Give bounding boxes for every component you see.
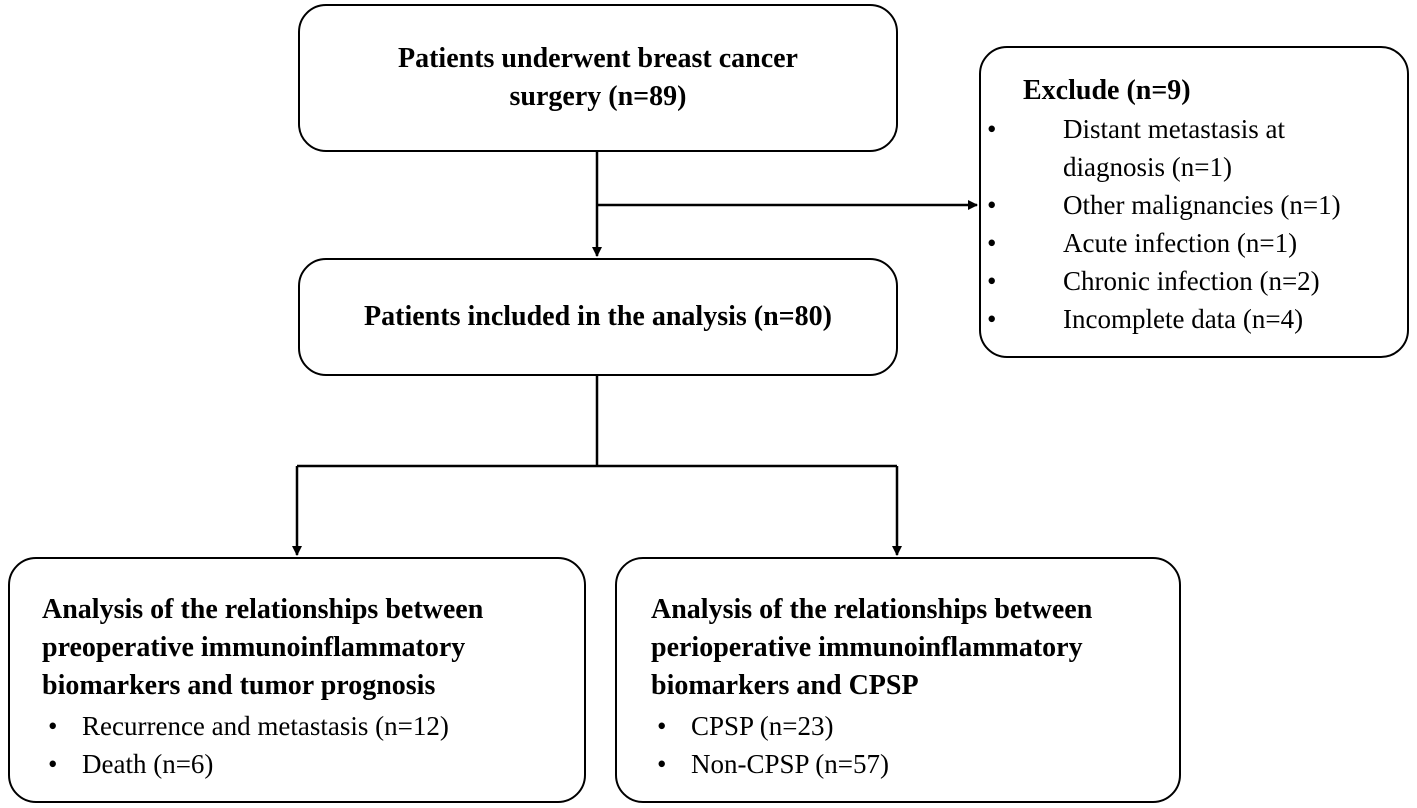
exclude-item: Acute infection (n=1): [981, 224, 1387, 262]
exclude-item: Other malignancies (n=1): [981, 186, 1387, 224]
right-analysis-title: Analysis of the relationships between pe…: [651, 594, 1093, 701]
included-box: Patients included in the analysis (n=80): [298, 258, 898, 376]
right-analysis-list: CPSP (n=23) Non-CPSP (n=57): [651, 707, 1155, 783]
exclude-title: Exclude (n=9): [1023, 75, 1191, 106]
left-analysis-list: Recurrence and metastasis (n=12) Death (…: [42, 707, 554, 783]
exclude-item: Chronic infection (n=2): [981, 262, 1387, 300]
left-analysis-title: Analysis of the relationships between pr…: [42, 594, 484, 701]
exclude-box: Exclude (n=9) Distant metastasis at diag…: [979, 46, 1409, 358]
exclude-item: Incomplete data (n=4): [981, 300, 1387, 338]
start-box: Patients underwent breast cancer surgery…: [298, 4, 898, 152]
left-analysis-item: Death (n=6): [42, 745, 554, 783]
included-box-text: Patients included in the analysis (n=80): [364, 301, 832, 332]
exclude-list: Distant metastasis at diagnosis (n=1) Ot…: [981, 110, 1387, 338]
right-analysis-box: Analysis of the relationships between pe…: [615, 557, 1181, 803]
right-analysis-item: Non-CPSP (n=57): [651, 745, 1155, 783]
start-box-text: Patients underwent breast cancer surgery…: [398, 43, 798, 112]
left-analysis-box: Analysis of the relationships between pr…: [8, 557, 586, 803]
exclude-item: Distant metastasis at diagnosis (n=1): [981, 110, 1387, 186]
left-analysis-item: Recurrence and metastasis (n=12): [42, 707, 554, 745]
right-analysis-item: CPSP (n=23): [651, 707, 1155, 745]
